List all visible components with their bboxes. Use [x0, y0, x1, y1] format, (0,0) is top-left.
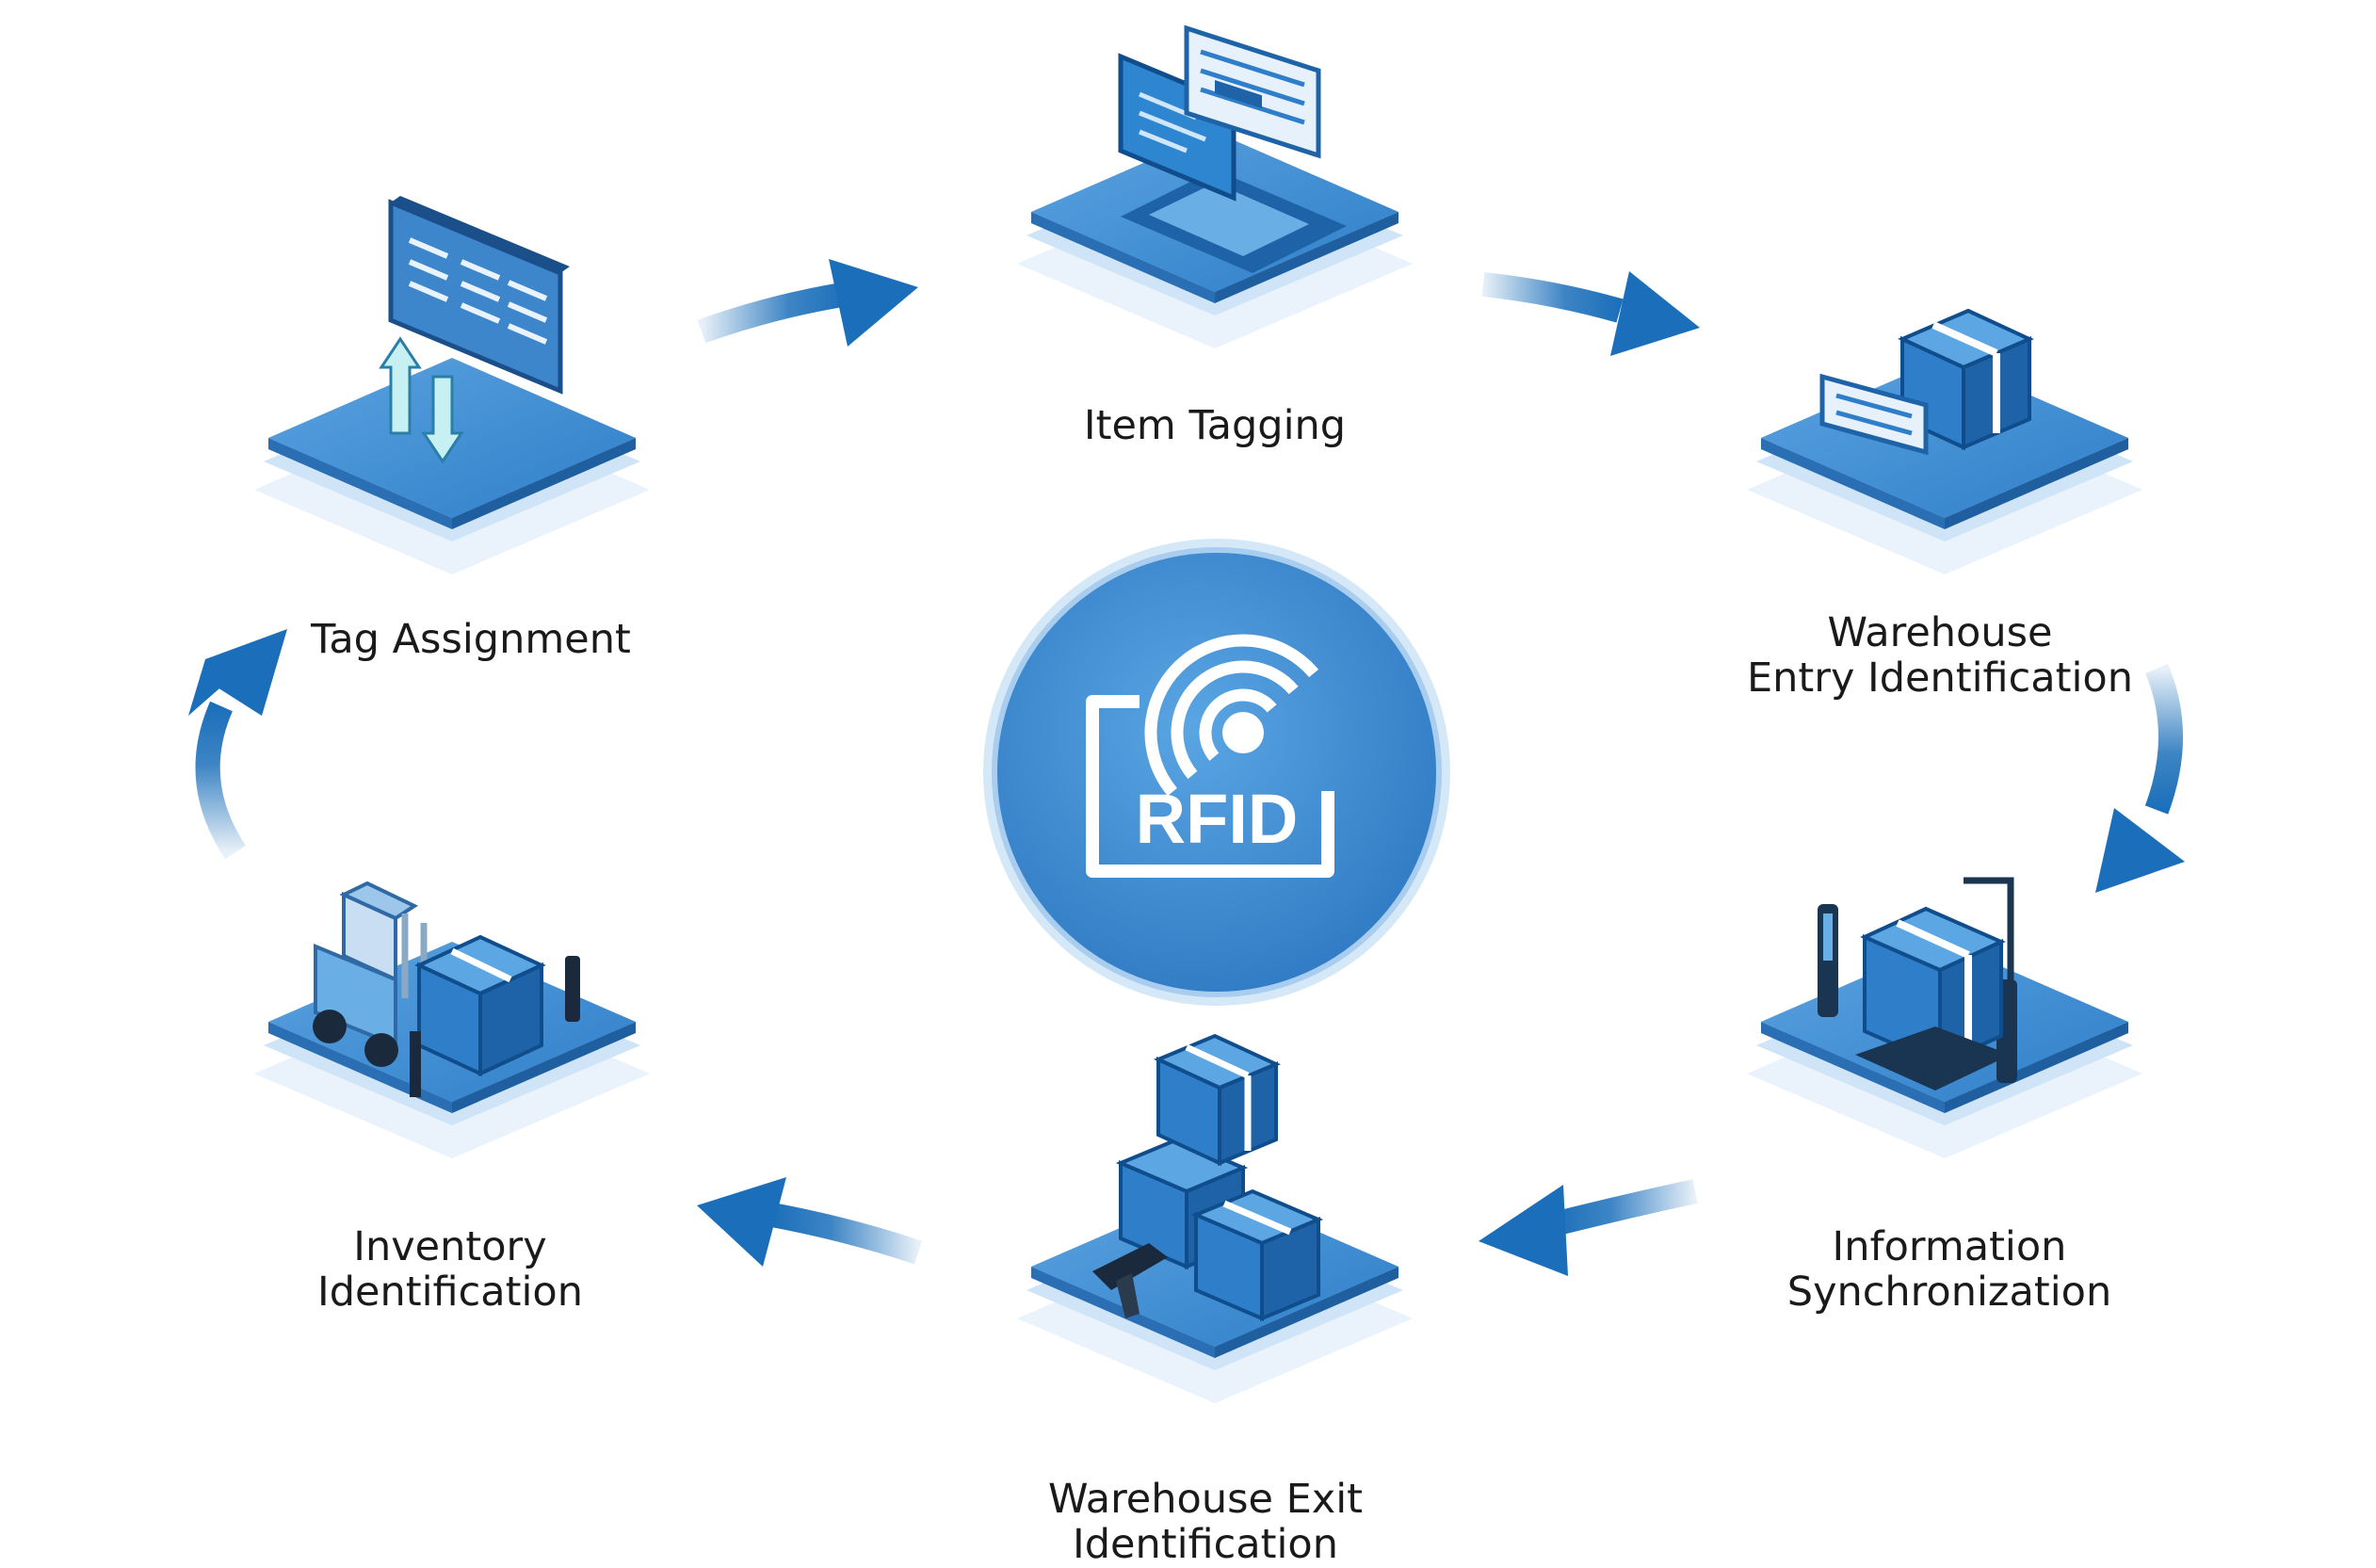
flow-arrows — [188, 259, 2185, 1276]
arrow-right-icon — [697, 259, 918, 347]
step-information-sync — [1747, 877, 2142, 1158]
step-inventory-identification — [254, 881, 650, 1158]
step-item-tagging — [1017, 24, 1413, 348]
step-label-line1: Inventory — [353, 1223, 547, 1270]
rfid-hub: RFID — [983, 539, 1450, 1006]
arrow-down-icon — [2095, 663, 2185, 893]
stacked-boxes-scanner-icon — [1092, 1033, 1324, 1322]
step-label-warehouse-exit: Warehouse Exit Identification — [970, 1477, 1441, 1567]
step-tag-assignment — [254, 196, 650, 574]
step-label-line1: Warehouse Exit — [1047, 1476, 1364, 1523]
data-upload-download-icon — [379, 196, 570, 464]
arrow-up-icon — [188, 629, 287, 860]
step-label-line1: Warehouse — [1827, 609, 2053, 656]
step-label-line1: Item Tagging — [1083, 402, 1347, 449]
step-warehouse-exit — [1017, 1033, 1413, 1403]
step-label-line2: Identification — [317, 1269, 583, 1316]
sync-package-trolley-icon — [1818, 877, 2017, 1091]
rfid-label: RFID — [1136, 780, 1299, 858]
step-label-inventory: Inventory Identification — [215, 1224, 686, 1315]
arrow-right-icon — [1481, 271, 1700, 356]
step-label-tag-assignment: Tag Assignment — [283, 617, 659, 662]
rfid-tag-icon: RFID — [1086, 634, 1334, 878]
step-label-warehouse-entry: Warehouse Entry Identification — [1705, 610, 2175, 701]
step-label-line1: Tag Assignment — [311, 616, 631, 663]
package-scanner-icon — [1819, 308, 2034, 456]
step-label-line1: Information — [1832, 1223, 2067, 1270]
step-label-line2: Identification — [1073, 1521, 1338, 1568]
forklift-box-icon — [313, 881, 580, 1097]
arrow-left-icon — [697, 1177, 923, 1267]
step-label-information-sync: Information Synchronization — [1714, 1224, 2185, 1315]
computer-terminal-icon — [1118, 24, 1347, 273]
step-label-item-tagging: Item Tagging — [1026, 403, 1403, 448]
step-label-line2: Entry Identification — [1746, 655, 2133, 702]
step-label-line2: Synchronization — [1786, 1269, 2112, 1316]
arrow-left-icon — [1479, 1179, 1698, 1276]
step-warehouse-entry — [1747, 308, 2142, 574]
